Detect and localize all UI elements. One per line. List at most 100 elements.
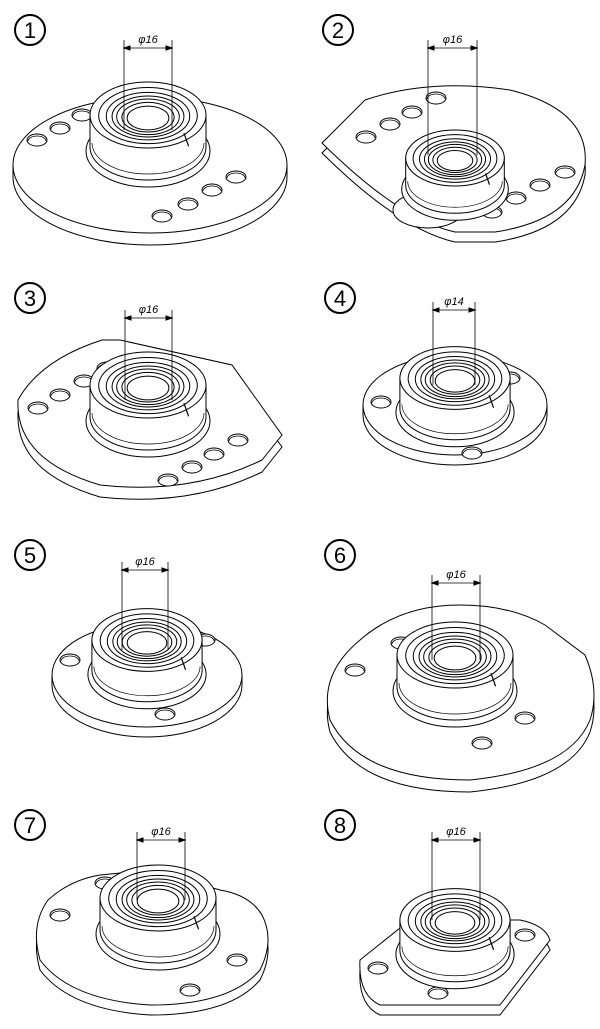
- dimension-arrow: [123, 315, 132, 321]
- dimension-arrow: [470, 45, 479, 51]
- figure-number: 3: [24, 286, 36, 311]
- figure-number-circle: [14, 282, 46, 314]
- dimension-label: φ16: [446, 826, 466, 838]
- figure-number-circle: [324, 282, 356, 314]
- figure-number-circle: [322, 14, 354, 46]
- mounting-hole-inner-edge: [402, 107, 422, 114]
- housing-edge: [93, 666, 201, 697]
- mounting-hole-inner-edge: [515, 930, 535, 937]
- figure-6: φ16 6: [324, 539, 595, 793]
- housing-edge: [401, 404, 509, 435]
- figure-8: φ16 8: [324, 809, 551, 1016]
- mounting-hole-inner-edge: [506, 193, 526, 200]
- dimension-label: φ16: [139, 304, 159, 316]
- mounting-hole-inner-edge: [182, 462, 202, 469]
- mounting-hole-inner-edge: [226, 172, 246, 179]
- figure-number: 7: [24, 813, 36, 838]
- dimension-label: φ14: [444, 296, 463, 308]
- figure-number-circle: [324, 809, 356, 841]
- bore: [436, 149, 474, 172]
- mounting-hole-inner-edge: [462, 448, 482, 455]
- dimension-arrow: [178, 837, 187, 843]
- dimension-arrow: [161, 567, 170, 573]
- dimension-arrow: [430, 580, 439, 586]
- mounting-hole-inner-edge: [178, 199, 198, 206]
- housing-edge: [91, 142, 205, 175]
- mounting-hole-inner-edge: [515, 713, 535, 720]
- figure-number-circle: [324, 539, 356, 571]
- figure-5: φ16 5: [14, 539, 243, 738]
- dimension-arrow: [165, 315, 174, 321]
- housing-slit: [488, 937, 495, 950]
- dimension-arrow: [165, 45, 174, 51]
- mounting-hole-inner-edge: [227, 955, 247, 962]
- mounting-hole-inner-edge: [158, 475, 178, 482]
- bore: [126, 631, 168, 655]
- mounting-hole-inner-edge: [180, 985, 200, 992]
- figure-1: φ16 1: [12, 14, 288, 246]
- bore: [433, 645, 477, 671]
- figure-3: φ16 3: [14, 282, 283, 500]
- figure-7: φ16 7: [14, 809, 269, 1016]
- dimension-label: φ16: [443, 34, 463, 46]
- figure-number: 5: [24, 543, 36, 568]
- mounting-hole-inner-edge: [428, 988, 448, 995]
- mounting-hole-inner-edge: [155, 709, 175, 716]
- mounting-hole-inner-edge: [530, 180, 550, 187]
- figure-number: 8: [334, 813, 346, 838]
- figure-number-circle: [14, 809, 46, 841]
- dimension-label: φ16: [138, 34, 158, 46]
- dimension-arrow: [468, 307, 477, 313]
- bore: [434, 369, 476, 393]
- mounting-hole-inner-edge: [228, 435, 248, 442]
- mounting-hole-inner-edge: [472, 738, 492, 745]
- housing-slit: [488, 395, 495, 408]
- dimension-arrow: [430, 837, 439, 843]
- dimension-arrow: [426, 45, 435, 51]
- mounting-hole-inner-edge: [371, 397, 391, 404]
- dimension-arrow: [431, 307, 440, 313]
- housing-slit: [193, 915, 200, 930]
- mounting-hole-inner-edge: [28, 403, 48, 410]
- mounting-hole-inner-edge: [356, 132, 376, 139]
- mounting-hole-inner-edge: [50, 910, 70, 917]
- figure-number: 2: [332, 18, 344, 43]
- bore: [126, 375, 170, 401]
- housing-slit: [490, 672, 497, 687]
- mounting-hole-inner-edge: [152, 211, 172, 218]
- dimension-label: φ16: [446, 569, 466, 581]
- housing-edge: [401, 946, 509, 977]
- figure-number: 6: [334, 543, 346, 568]
- dimension-label: φ16: [135, 556, 155, 568]
- housing-edge: [407, 181, 503, 208]
- mounting-hole-inner-edge: [202, 185, 222, 192]
- housing-edge: [398, 682, 512, 715]
- mounting-hole-inner-edge: [380, 119, 400, 126]
- bore: [434, 911, 476, 935]
- housing-slit: [484, 173, 491, 185]
- dimension-arrow: [135, 837, 144, 843]
- figure-4: φ14 4: [324, 282, 548, 466]
- housing-slit: [183, 402, 190, 417]
- mounting-hole-inner-edge: [27, 135, 47, 142]
- figure-number: 4: [334, 286, 346, 311]
- dimension-arrow: [473, 837, 482, 843]
- mounting-hole-inner-edge: [60, 655, 80, 662]
- dimension-arrow: [122, 45, 131, 51]
- dimension-label: φ16: [151, 826, 171, 838]
- mounting-hole-inner-edge: [345, 665, 365, 672]
- bore: [126, 105, 170, 131]
- figure-number: 1: [24, 18, 36, 43]
- housing-slit: [180, 657, 187, 670]
- mounting-hole-inner-edge: [50, 123, 70, 130]
- bore: [136, 888, 180, 914]
- housing-edge: [101, 925, 215, 958]
- figure-number-circle: [14, 14, 46, 46]
- mounting-hole-inner-edge: [555, 167, 575, 174]
- figure-number-circle: [14, 539, 46, 571]
- dimension-arrow: [120, 567, 129, 573]
- figure-2: φ16 2: [321, 14, 586, 243]
- housing-edge: [91, 412, 205, 445]
- dimension-arrow: [473, 580, 482, 586]
